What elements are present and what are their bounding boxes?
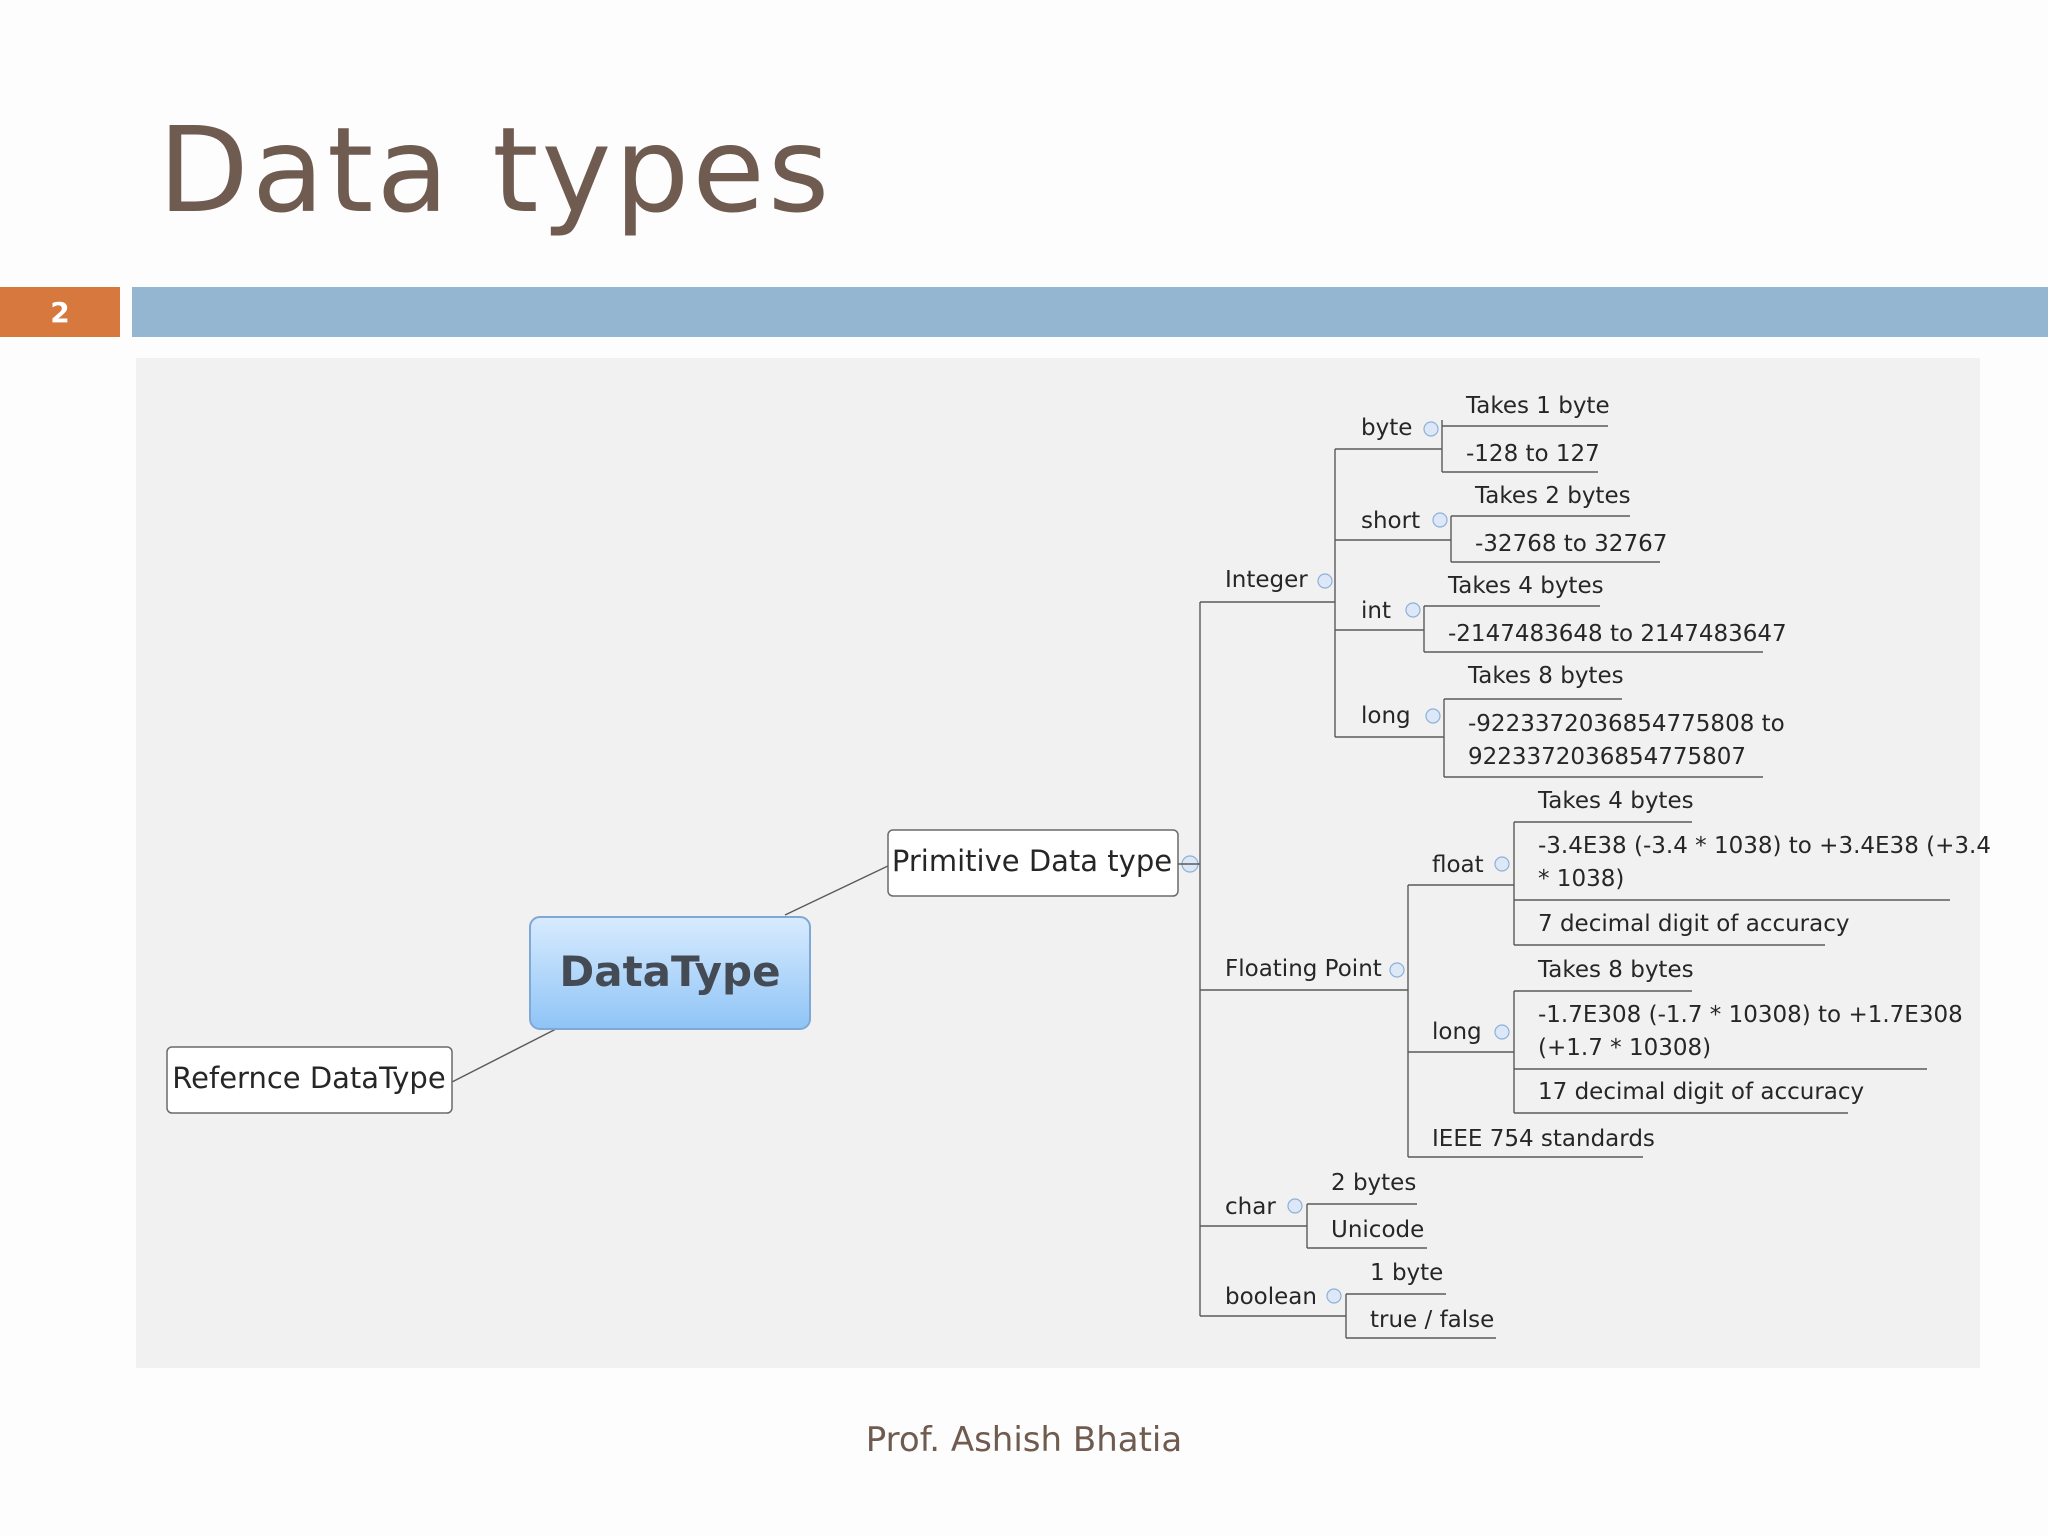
int-size: Takes 4 bytes xyxy=(1447,573,1604,599)
slide-footer: Prof. Ashish Bhatia xyxy=(865,1420,1183,1460)
double-long-size: Takes 8 bytes xyxy=(1537,957,1694,983)
collapse-icon[interactable] xyxy=(1425,708,1441,724)
slide-number: 2 xyxy=(0,287,120,337)
title-divider-bar xyxy=(132,287,2048,337)
reference-datatype-node[interactable]: Refernce DataType xyxy=(166,1046,453,1114)
floating-point-node[interactable]: Floating Point xyxy=(1200,956,1408,991)
connector-root-reference xyxy=(451,1028,557,1083)
root-node[interactable]: DataType xyxy=(529,916,811,1030)
connector-root-primitive xyxy=(784,864,891,916)
primitive-datatype-node[interactable]: Primitive Data type xyxy=(887,829,1179,897)
char-size: 2 bytes xyxy=(1331,1170,1416,1196)
reference-datatype-label: Refernce DataType xyxy=(172,1061,445,1095)
byte-label: byte xyxy=(1361,415,1412,441)
double-long-range-line2: (+1.7 * 10308) xyxy=(1538,1035,1711,1061)
ieee-754-label: IEEE 754 standards xyxy=(1432,1126,1655,1152)
float-label: float xyxy=(1432,852,1484,878)
float-range-line2: * 1038) xyxy=(1538,866,1624,892)
char-node[interactable]: char xyxy=(1200,1194,1308,1248)
integer-label: Integer xyxy=(1225,567,1308,593)
short-range: -32768 to 32767 xyxy=(1475,531,1667,557)
collapse-icon[interactable] xyxy=(1287,1198,1303,1214)
long-range-line2: 9223372036854775807 xyxy=(1468,744,1746,770)
long-range-line1: -9223372036854775808 to xyxy=(1468,711,1785,737)
floating-point-label: Floating Point xyxy=(1225,956,1382,982)
boolean-values: true / false xyxy=(1370,1307,1494,1333)
int-label: int xyxy=(1361,598,1391,624)
collapse-icon[interactable] xyxy=(1494,1024,1510,1040)
long-label: long xyxy=(1361,703,1411,729)
collapse-icon[interactable] xyxy=(1326,1288,1342,1304)
char-encoding: Unicode xyxy=(1331,1217,1424,1243)
byte-size: Takes 1 byte xyxy=(1465,393,1610,419)
boolean-size: 1 byte xyxy=(1370,1260,1443,1286)
int-range: -2147483648 to 2147483647 xyxy=(1448,621,1787,647)
float-range-line1: -3.4E38 (-3.4 * 1038) to +3.4E38 (+3.4 xyxy=(1538,833,1991,859)
short-label: short xyxy=(1361,508,1420,534)
collapse-icon[interactable] xyxy=(1389,962,1405,978)
double-long-label: long xyxy=(1432,1019,1482,1045)
float-size: Takes 4 bytes xyxy=(1537,788,1694,814)
char-label: char xyxy=(1225,1194,1276,1220)
collapse-icon[interactable] xyxy=(1317,573,1333,589)
double-long-range-line1: -1.7E308 (-1.7 * 10308) to +1.7E308 xyxy=(1538,1002,1963,1028)
boolean-label: boolean xyxy=(1225,1284,1317,1310)
root-label: DataType xyxy=(559,947,780,996)
double-long-accuracy: 17 decimal digit of accuracy xyxy=(1538,1079,1864,1105)
byte-range: -128 to 127 xyxy=(1466,441,1600,467)
integer-node[interactable]: Integer xyxy=(1200,567,1335,603)
primitive-datatype-label: Primitive Data type xyxy=(892,844,1172,878)
long-size: Takes 8 bytes xyxy=(1467,663,1624,689)
short-size: Takes 2 bytes xyxy=(1474,483,1631,509)
collapse-icon[interactable] xyxy=(1494,856,1510,872)
collapse-icon[interactable] xyxy=(1432,512,1448,528)
collapse-icon[interactable] xyxy=(1423,421,1439,437)
collapse-icon[interactable] xyxy=(1405,602,1421,618)
slide-title: Data types xyxy=(158,101,833,239)
float-accuracy: 7 decimal digit of accuracy xyxy=(1538,911,1850,937)
boolean-node[interactable]: boolean xyxy=(1200,1284,1347,1338)
